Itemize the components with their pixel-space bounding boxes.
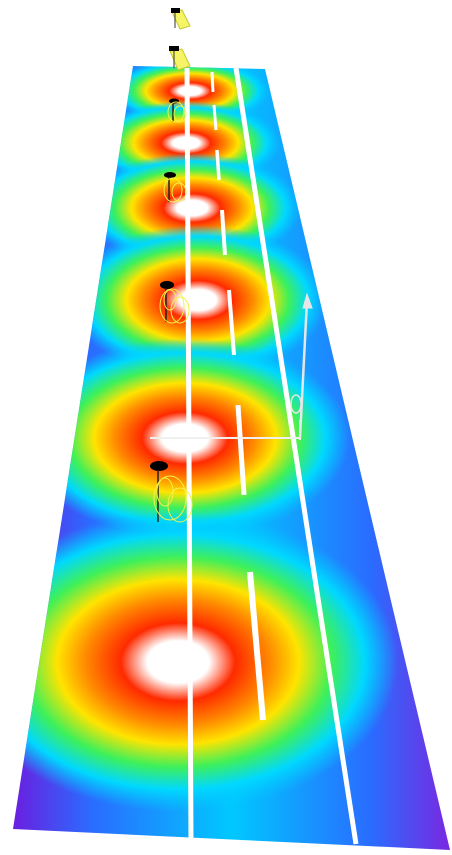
lane-dash	[215, 149, 221, 181]
light-pole-3	[167, 98, 187, 123]
lane-dash	[210, 71, 215, 93]
lane-line-left	[184, 67, 194, 843]
lane-line-right	[233, 67, 359, 845]
lane-dash	[247, 571, 266, 721]
lane-dash	[220, 209, 227, 256]
light-spot-6	[13, 512, 398, 812]
light-poles	[150, 8, 193, 523]
light-spot-4	[68, 225, 328, 375]
lane-dash	[227, 289, 236, 356]
light-pole-4	[163, 172, 187, 203]
lane-lines	[184, 67, 359, 845]
lane-dash	[212, 104, 218, 131]
light-pole-5	[159, 281, 190, 324]
light-pole-1	[171, 8, 191, 30]
lane-dash	[235, 404, 247, 496]
light-pole-6	[150, 461, 193, 523]
light-pole-2	[169, 46, 191, 71]
light-spots	[13, 66, 398, 812]
aim-arrow	[290, 292, 313, 439]
